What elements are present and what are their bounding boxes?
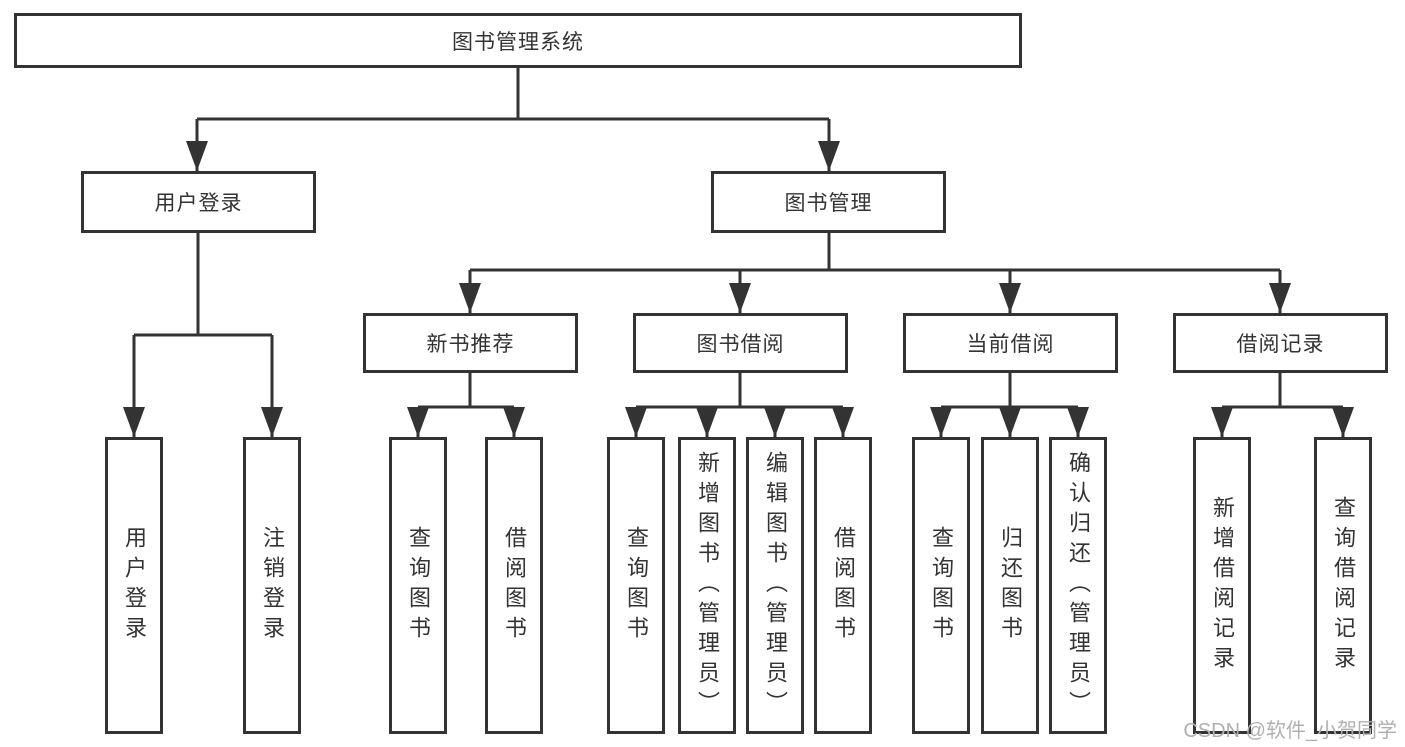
node-user-login: 用户登录: [81, 171, 316, 233]
node-label: 图书管理系统: [452, 30, 584, 54]
node-leaf-add-borrow-record: 新增借阅记录: [1193, 437, 1251, 734]
node-label: 查询图书: [929, 525, 954, 646]
node-label: 确认归还（管理员）: [1066, 450, 1091, 721]
node-leaf-logout: 注销登录: [243, 437, 301, 734]
node-label: 查询借阅记录: [1331, 495, 1356, 676]
node-library-management-system: 图书管理系统: [14, 13, 1022, 68]
node-label: 新增图书（管理员）: [695, 450, 720, 721]
node-leaf-user-login: 用户登录: [105, 437, 163, 734]
node-borrowing-records: 借阅记录: [1173, 313, 1388, 373]
node-label: 查询图书: [406, 525, 431, 646]
node-leaf-query-books-1: 查询图书: [389, 437, 447, 734]
node-label: 新书推荐: [426, 333, 515, 356]
node-label: 注销登录: [260, 525, 285, 646]
node-label: 借阅记录: [1236, 333, 1325, 356]
node-label: 编辑图书（管理员）: [763, 450, 788, 721]
node-leaf-add-book-admin: 新增图书（管理员）: [678, 437, 736, 734]
node-label: 借阅图书: [831, 525, 856, 646]
node-label: 查询图书: [624, 525, 649, 646]
node-label: 用户登录: [122, 525, 147, 646]
node-label: 当前借阅: [966, 333, 1055, 356]
node-leaf-edit-book-admin: 编辑图书（管理员）: [746, 437, 804, 734]
node-new-book-recommendation: 新书推荐: [363, 313, 578, 373]
node-leaf-confirm-return-admin: 确认归还（管理员）: [1049, 437, 1107, 734]
node-label: 图书管理: [784, 192, 873, 215]
node-label: 图书借阅: [696, 333, 785, 356]
node-leaf-query-books-3: 查询图书: [912, 437, 970, 734]
node-label: 借阅图书: [502, 525, 527, 646]
node-leaf-borrow-books-1: 借阅图书: [485, 437, 543, 734]
node-label: 新增借阅记录: [1210, 495, 1235, 676]
csdn-watermark: CSDN @软件_小贺同学: [1183, 720, 1397, 742]
node-label: 归还图书: [998, 525, 1023, 646]
node-label: 用户登录: [154, 192, 243, 215]
node-leaf-return-book: 归还图书: [981, 437, 1039, 734]
node-leaf-query-books-2: 查询图书: [607, 437, 665, 734]
node-leaf-borrow-books-2: 借阅图书: [814, 437, 872, 734]
node-book-borrowing: 图书借阅: [633, 313, 848, 373]
node-book-management: 图书管理: [711, 171, 946, 233]
node-current-borrowing: 当前借阅: [903, 313, 1118, 373]
node-leaf-query-borrow-record: 查询借阅记录: [1314, 437, 1372, 734]
